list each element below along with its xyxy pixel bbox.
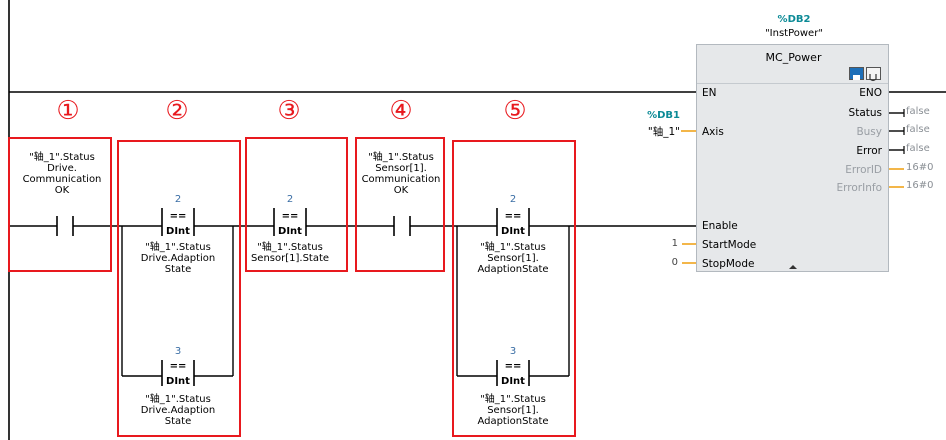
marker-5: ⑤ — [503, 96, 527, 126]
status-value: false — [906, 106, 930, 117]
tag-line: "轴_1".Status — [145, 242, 211, 253]
error-value: false — [906, 143, 930, 154]
tag-line: Drive. — [47, 163, 77, 174]
tag-line: State — [164, 264, 192, 275]
marker-1: ① — [56, 96, 80, 126]
tag-line: AdaptionState — [477, 416, 549, 427]
compare-operand[interactable]: 3 — [174, 346, 182, 357]
pin-enable[interactable]: Enable — [702, 220, 738, 232]
pin-eno[interactable]: ENO — [859, 87, 882, 99]
compare-sensor-adaption-eq2[interactable]: "轴_1".Status Sensor[1]. AdaptionState — [463, 242, 563, 275]
monitor-icon[interactable] — [866, 67, 881, 82]
compare-drive-adaption-eq2[interactable]: "轴_1".Status Drive.Adaption State — [128, 242, 228, 275]
errorid-value: 16#0 — [906, 162, 934, 173]
tag-line: State — [164, 416, 192, 427]
errorinfo-value: 16#0 — [906, 180, 934, 191]
compare-operand[interactable]: 2 — [509, 194, 517, 205]
contact-sensor-comm-ok[interactable]: "轴_1".Status Sensor[1]. Communication OK — [352, 152, 450, 196]
pin-busy[interactable]: Busy — [856, 126, 882, 138]
network-icon[interactable] — [849, 67, 864, 80]
tag-line: Drive.Adaption — [140, 405, 216, 416]
tag-line: "轴_1".Status — [368, 152, 434, 163]
pin-errorinfo[interactable]: ErrorInfo — [836, 182, 882, 194]
pin-en[interactable]: EN — [702, 87, 717, 99]
tag-line: "轴_1".Status — [480, 394, 546, 405]
axis-db-address: %DB1 — [647, 110, 680, 121]
marker-2: ② — [165, 96, 189, 126]
compare-type: DInt — [166, 376, 190, 387]
pin-error[interactable]: Error — [856, 145, 882, 157]
pin-axis[interactable]: Axis — [702, 126, 724, 138]
compare-operator: == — [169, 211, 187, 222]
block-separator — [697, 83, 888, 84]
pin-errorid[interactable]: ErrorID — [845, 164, 882, 176]
tag-line: Drive.Adaption — [140, 253, 216, 264]
tag-line: Sensor[1]. — [487, 253, 539, 264]
busy-value: false — [906, 124, 930, 135]
highlight-box-2 — [117, 140, 241, 437]
highlight-box-1 — [8, 137, 112, 272]
tag-line: "轴_1".Status — [257, 242, 323, 253]
marker-4: ④ — [389, 96, 413, 126]
pin-startmode[interactable]: StartMode — [702, 239, 757, 251]
compare-drive-adaption-eq3[interactable]: "轴_1".Status Drive.Adaption State — [128, 394, 228, 427]
instance-db-address: %DB2 — [777, 14, 811, 25]
instance-db-name[interactable]: "InstPower" — [765, 28, 823, 39]
pin-stopmode[interactable]: StopMode — [702, 258, 755, 270]
compare-sensor-state-eq2[interactable]: "轴_1".Status Sensor[1].State — [244, 242, 336, 264]
tag-line: Sensor[1]. — [375, 163, 427, 174]
collapse-arrow-icon[interactable] — [789, 265, 797, 269]
marker-3: ③ — [277, 96, 301, 126]
compare-operand[interactable]: 3 — [509, 346, 517, 357]
stopmode-value[interactable]: 0 — [671, 257, 678, 268]
compare-operator: == — [281, 211, 299, 222]
tag-line: "轴_1".Status — [480, 242, 546, 253]
tag-line: OK — [393, 185, 409, 196]
compare-operator: == — [504, 361, 522, 372]
compare-type: DInt — [501, 226, 525, 237]
compare-type: DInt — [166, 226, 190, 237]
highlight-box-4 — [355, 137, 445, 272]
compare-type: DInt — [278, 226, 302, 237]
highlight-box-5 — [452, 140, 576, 437]
tag-line: OK — [54, 185, 70, 196]
block-type: MC_Power — [765, 51, 822, 64]
compare-operand[interactable]: 2 — [174, 194, 182, 205]
tag-line: AdaptionState — [477, 264, 549, 275]
tag-line: Communication — [361, 174, 441, 185]
startmode-value[interactable]: 1 — [671, 238, 678, 249]
compare-operand[interactable]: 2 — [286, 194, 294, 205]
pin-status[interactable]: Status — [848, 107, 882, 119]
compare-type: DInt — [501, 376, 525, 387]
compare-sensor-adaption-eq3[interactable]: "轴_1".Status Sensor[1]. AdaptionState — [463, 394, 563, 427]
tag-line: Communication — [22, 174, 102, 185]
mc-power-block[interactable]: MC_Power EN Axis Enable StartMode StopMo… — [696, 44, 889, 272]
highlight-box-3 — [245, 137, 348, 272]
tag-line: "轴_1".Status — [145, 394, 211, 405]
compare-operator: == — [169, 361, 187, 372]
tag-line: Sensor[1]. — [487, 405, 539, 416]
tag-line: "轴_1".Status — [29, 152, 95, 163]
compare-operator: == — [504, 211, 522, 222]
axis-tag[interactable]: "轴_1" — [647, 126, 680, 138]
tag-line: Sensor[1].State — [250, 253, 330, 264]
contact-drive-comm-ok[interactable]: "轴_1".Status Drive. Communication OK — [12, 152, 112, 196]
